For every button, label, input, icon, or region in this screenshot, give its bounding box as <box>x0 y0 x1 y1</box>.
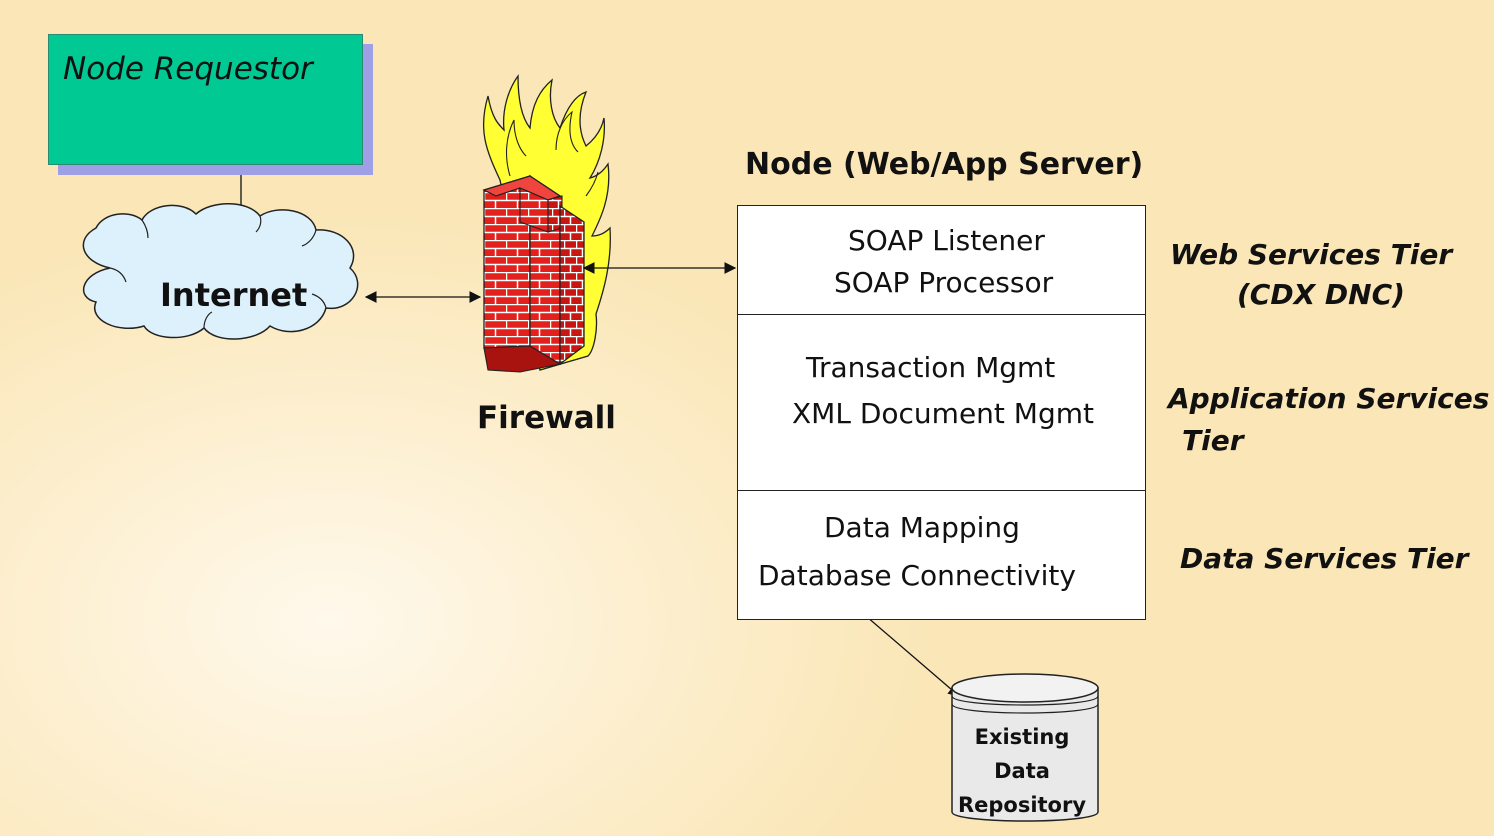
tier-line: Data Mapping <box>824 511 1020 544</box>
tier-line: SOAP Listener <box>848 224 1045 257</box>
web-services-tier-sublabel: (CDX DNC) <box>1237 278 1405 311</box>
repository-label-line: Data <box>994 759 1050 783</box>
internet-cloud-icon <box>82 203 359 340</box>
internet-label: Internet <box>160 276 308 314</box>
repository-database-icon <box>951 673 1099 822</box>
data-services-tier-label: Data Services Tier <box>1180 542 1469 575</box>
firewall-label: Firewall <box>477 400 616 436</box>
tier-line: SOAP Processor <box>834 266 1054 299</box>
application-services-tier-sublabel: Tier <box>1182 424 1244 457</box>
node-server-stack: SOAP Listener SOAP Processor Transaction… <box>737 205 1146 620</box>
node-requestor-box: Node Requestor <box>48 34 363 165</box>
tier-line: Transaction Mgmt <box>806 351 1056 384</box>
tier-line: XML Document Mgmt <box>792 397 1094 430</box>
repository-label-line: Repository <box>957 793 1087 817</box>
repository-label: Existing Data Repository <box>955 720 1089 822</box>
application-services-tier-label: Application Services <box>1168 382 1490 415</box>
web-services-tier-box: SOAP Listener SOAP Processor <box>738 206 1145 315</box>
web-services-tier-label: Web Services Tier <box>1170 238 1453 271</box>
node-server-title: Node (Web/App Server) <box>745 147 1144 182</box>
repository-label-line: Existing <box>974 725 1070 749</box>
tier-line: Database Connectivity <box>758 559 1076 592</box>
application-services-tier-box: Transaction Mgmt XML Document Mgmt <box>738 315 1145 491</box>
node-requestor-label: Node Requestor <box>63 51 313 87</box>
data-services-tier-box: Data Mapping Database Connectivity <box>738 491 1145 619</box>
